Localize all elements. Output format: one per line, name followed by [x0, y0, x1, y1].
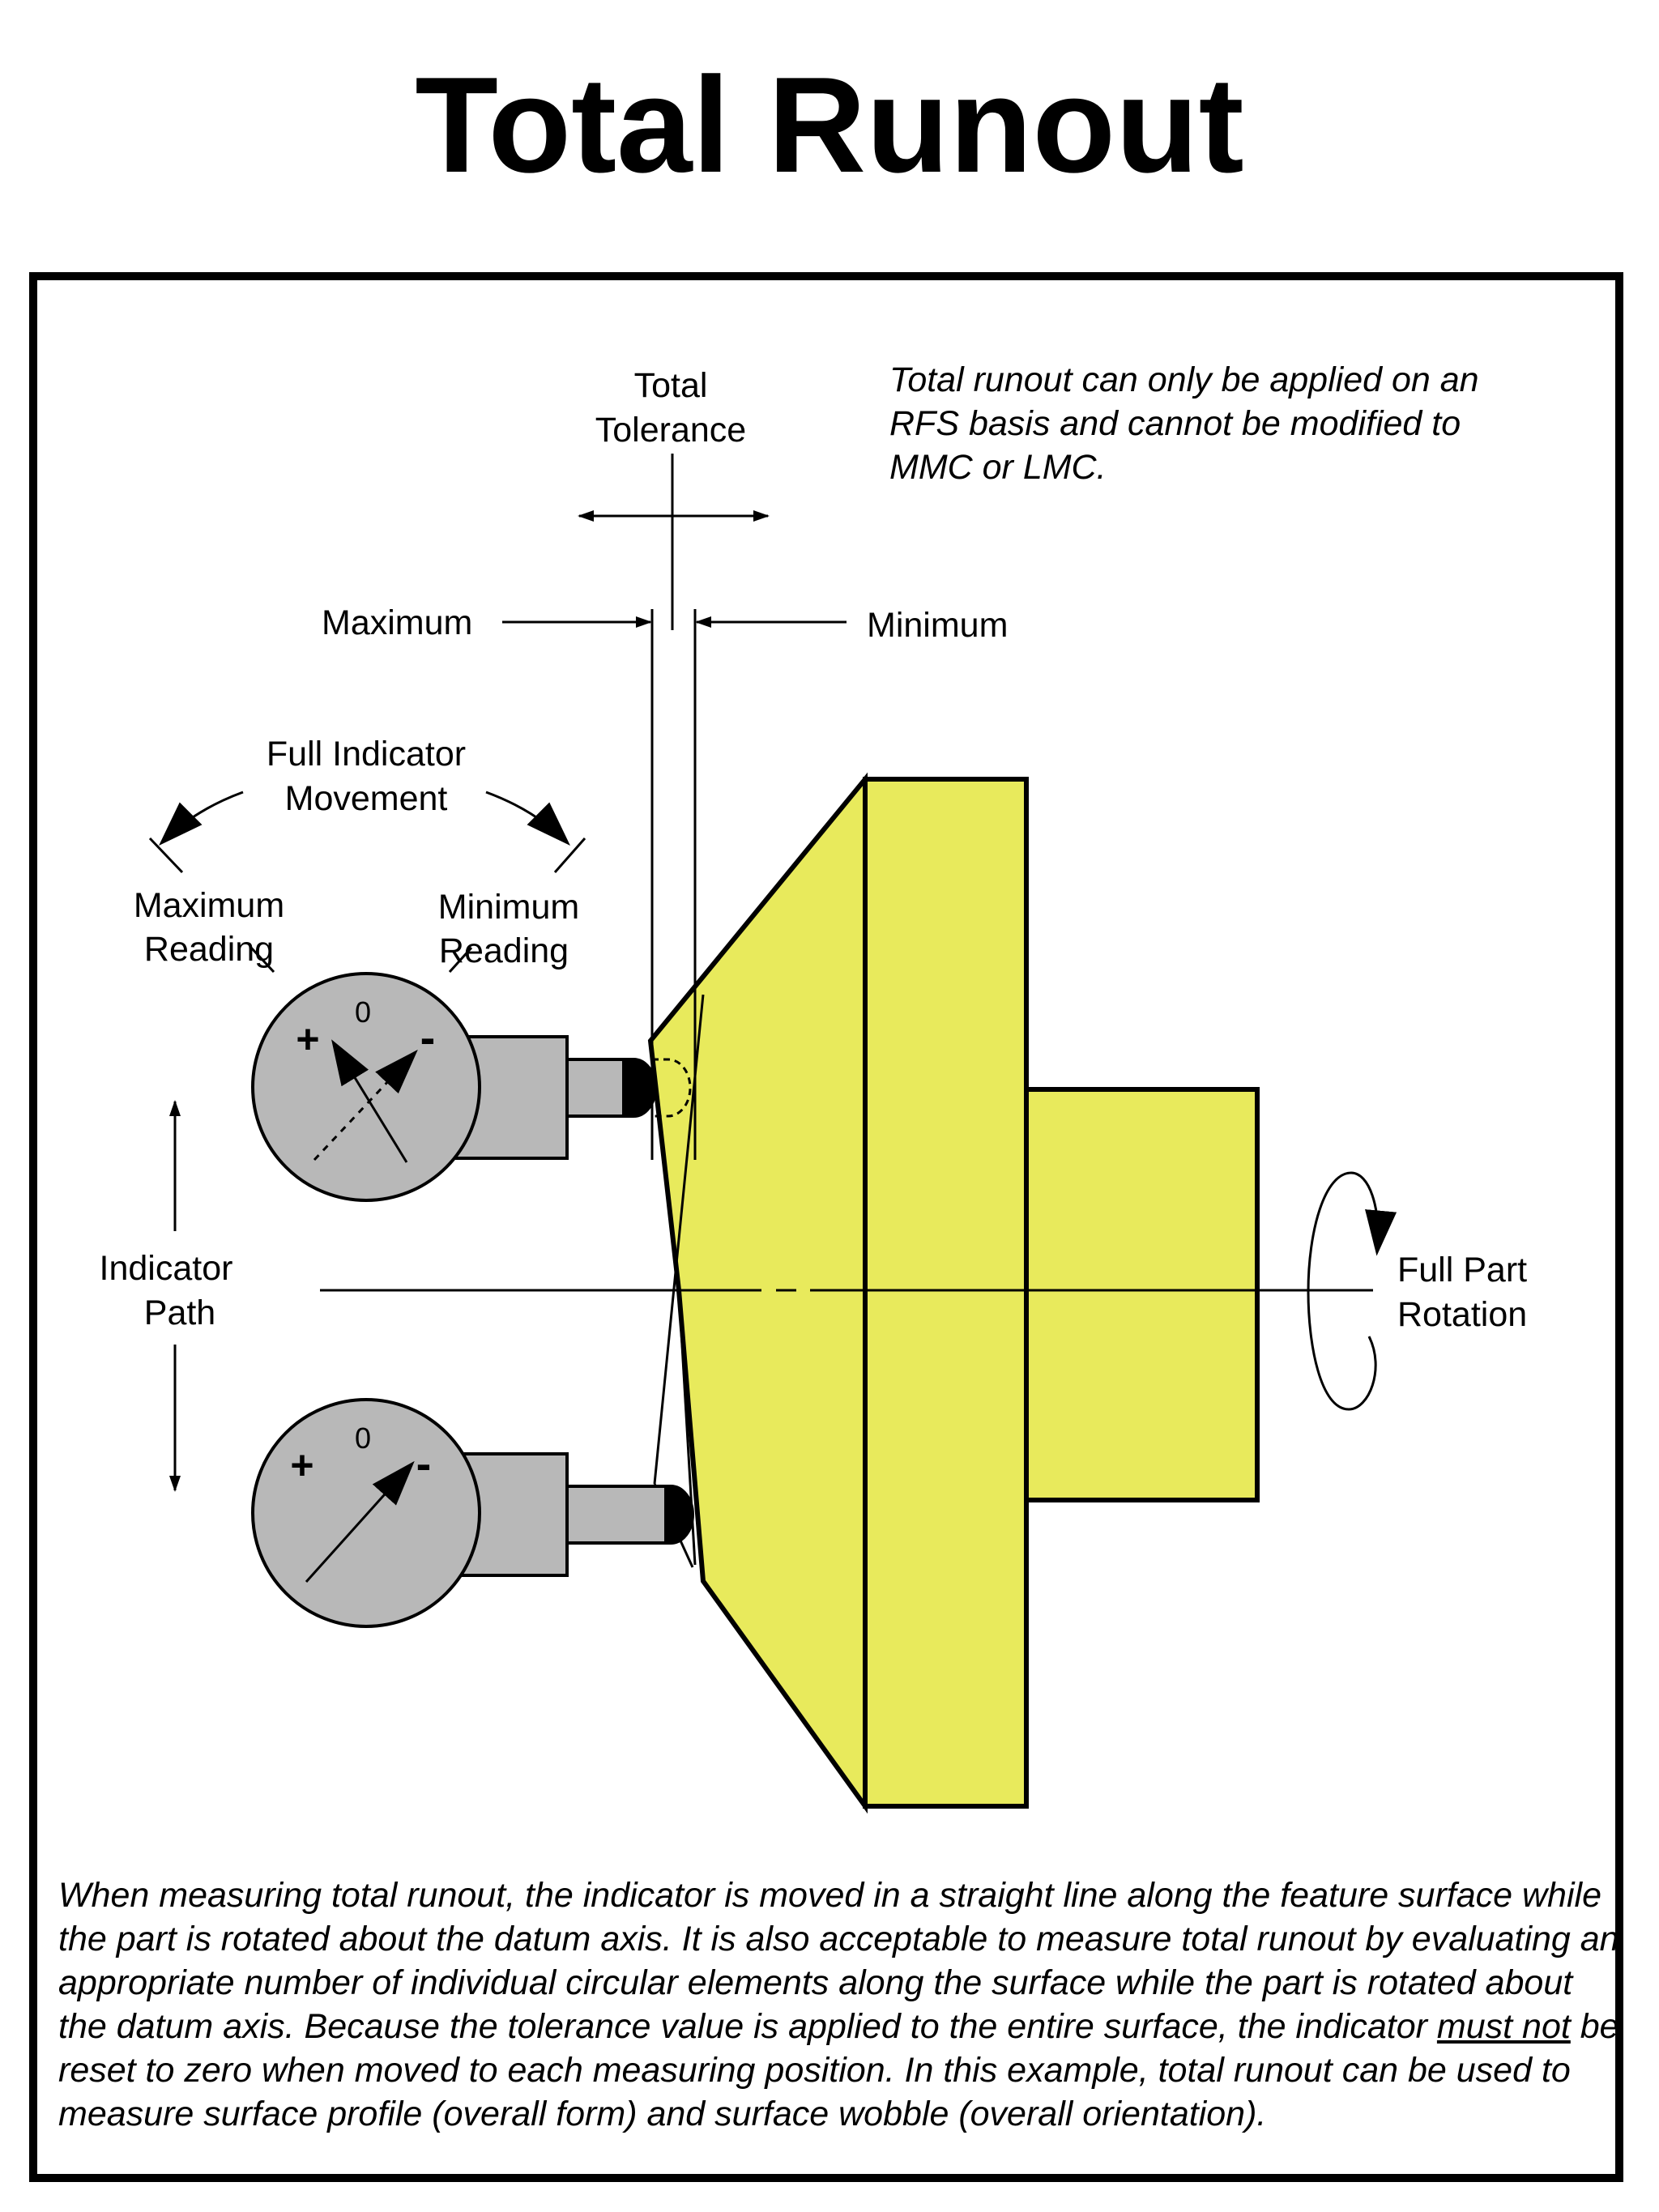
indicator-lower-stem	[565, 1485, 667, 1545]
maximum-reading-line2: Reading	[144, 930, 274, 969]
part-flange	[863, 777, 1029, 1809]
indicator-upper-dial	[251, 972, 481, 1202]
diagram-frame	[29, 272, 1623, 2182]
indicator-upper-needle	[331, 1039, 408, 1163]
dial-upper-zero: 0	[355, 995, 371, 1029]
dial-lower-minus: -	[416, 1438, 432, 1489]
minimum-reading-line2: Reading	[439, 931, 569, 970]
minimum-label: Minimum	[867, 606, 1008, 645]
indicator-upper-tip-ghost	[650, 1058, 692, 1118]
full-indicator-movement-line1: Full Indicator	[267, 735, 466, 774]
indicator-lower	[251, 1398, 694, 1628]
full-part-rotation-line1: Full Part	[1397, 1251, 1527, 1289]
part-cone	[647, 772, 868, 1814]
description-emphasis: must not	[1436, 2007, 1571, 2046]
part	[647, 772, 1260, 1814]
indicator-upper-needle-ghost	[313, 1049, 418, 1161]
note-line3: MMC or LMC.	[889, 448, 1107, 487]
rotation-arrow	[1307, 1171, 1397, 1411]
maximum-reading-line1: Maximum	[134, 886, 284, 925]
minimum-reading-line1: Minimum	[438, 888, 579, 927]
note-line1: Total runout can only be applied on an	[889, 360, 1479, 399]
indicator-lower-tip	[664, 1485, 694, 1545]
dial-lower-zero: 0	[355, 1421, 371, 1455]
description-paragraph: When measuring total runout, the indicat…	[58, 1873, 1630, 2136]
indicator-lower-needle	[305, 1460, 415, 1583]
full-indicator-movement-line2: Movement	[285, 779, 448, 818]
dial-upper-plus: +	[296, 1016, 319, 1062]
total-tolerance-label-line1: Total	[634, 366, 708, 405]
total-tolerance-label-line2: Tolerance	[595, 411, 746, 450]
description-before: When measuring total runout, the indicat…	[58, 1876, 1619, 2046]
part-small-cylinder	[1024, 1087, 1260, 1502]
full-indicator-movement-arcs	[148, 791, 586, 974]
page-title: Total Runout	[415, 49, 1244, 201]
indicator-path-line1: Indicator	[100, 1249, 233, 1288]
description-after: be reset to zero when moved to each meas…	[58, 2007, 1619, 2133]
maximum-label: Maximum	[322, 603, 472, 642]
full-part-rotation-line2: Rotation	[1397, 1295, 1527, 1334]
dial-lower-plus: +	[290, 1443, 313, 1488]
indicator-upper-tip	[622, 1058, 657, 1118]
dial-upper-minus: -	[420, 1012, 436, 1063]
indicator-lower-dial	[251, 1398, 481, 1628]
indicator-path-line2: Path	[144, 1294, 215, 1332]
note-line2: RFS basis and cannot be modified to	[889, 404, 1461, 443]
indicator-upper	[251, 972, 692, 1202]
